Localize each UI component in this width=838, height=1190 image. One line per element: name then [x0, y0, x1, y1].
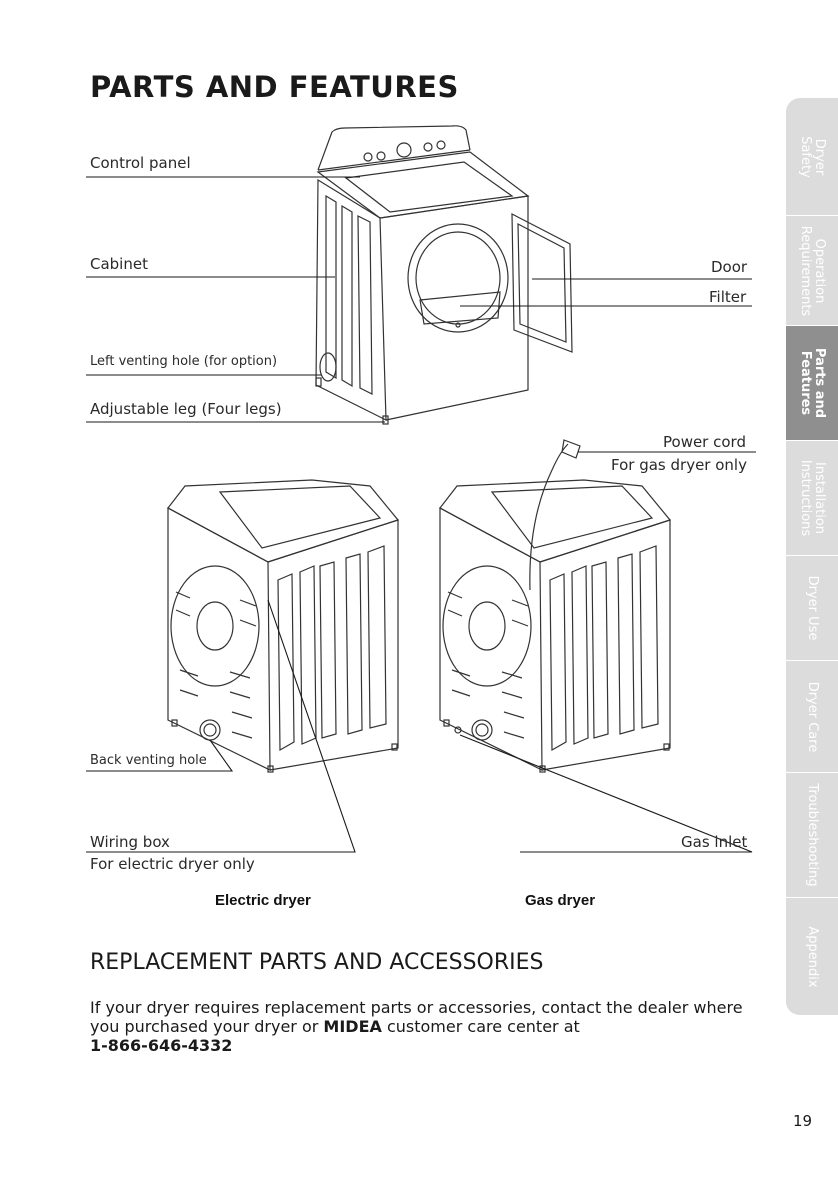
- section-tabs: Dryer Safety Operation Requirements Part…: [786, 98, 838, 1016]
- brand-name: MIDEA: [323, 1017, 382, 1036]
- tab-troubleshooting[interactable]: Troubleshooting: [786, 773, 838, 898]
- label-wiring-box: Wiring box: [90, 833, 170, 851]
- tab-dryer-care[interactable]: Dryer Care: [786, 661, 838, 773]
- label-power-cord: Power cord: [663, 433, 746, 451]
- label-left-venting-hole: Left venting hole (for option): [90, 354, 278, 369]
- tab-appendix[interactable]: Appendix: [786, 898, 838, 1016]
- tab-dryer-safety[interactable]: Dryer Safety: [786, 98, 838, 216]
- front-dryer-illustration: [315, 125, 573, 425]
- page-title: PARTS AND FEATURES: [90, 70, 459, 104]
- replacement-text-before: If your dryer requires replacement parts…: [90, 998, 743, 1036]
- page-number: 19: [793, 1112, 813, 1130]
- tab-label: Troubleshooting: [805, 783, 820, 887]
- label-for-gas-dryer-only: For gas dryer only: [611, 456, 747, 474]
- caption-gas-dryer: Gas dryer: [525, 892, 596, 909]
- label-door: Door: [711, 258, 748, 276]
- tab-label: Operation Requirements: [798, 225, 827, 316]
- replacement-paragraph: If your dryer requires replacement parts…: [90, 998, 770, 1055]
- tab-label: Dryer Care: [805, 681, 820, 752]
- label-gas-inlet: Gas inlet: [681, 833, 748, 851]
- tab-dryer-use[interactable]: Dryer Use: [786, 556, 838, 661]
- replacement-heading: REPLACEMENT PARTS AND ACCESSORIES: [90, 950, 544, 975]
- tab-label: Installation Instructions: [798, 459, 827, 537]
- label-control-panel: Control panel: [90, 154, 191, 172]
- label-adjustable-leg: Adjustable leg (Four legs): [90, 400, 282, 418]
- label-back-venting-hole: Back venting hole: [90, 753, 207, 768]
- customer-care-phone: 1-866-646-4332: [90, 1036, 233, 1055]
- leader-lines: [86, 176, 756, 853]
- label-filter: Filter: [709, 288, 747, 306]
- tab-label: Dryer Safety: [798, 135, 827, 178]
- tab-installation-instructions[interactable]: Installation Instructions: [786, 441, 838, 556]
- gas-dryer-illustration: [439, 439, 672, 773]
- label-cabinet: Cabinet: [90, 255, 148, 273]
- electric-dryer-illustration: [167, 479, 400, 773]
- tab-operation-requirements[interactable]: Operation Requirements: [786, 216, 838, 326]
- label-for-electric-dryer-only: For electric dryer only: [90, 855, 255, 873]
- tab-label: Parts and Features: [798, 347, 827, 419]
- tab-parts-and-features[interactable]: Parts and Features: [786, 326, 838, 441]
- tab-label: Appendix: [805, 925, 820, 988]
- replacement-text-after: customer care center at: [381, 1017, 580, 1036]
- tab-label: Dryer Use: [805, 575, 820, 641]
- caption-electric-dryer: Electric dryer: [215, 892, 311, 909]
